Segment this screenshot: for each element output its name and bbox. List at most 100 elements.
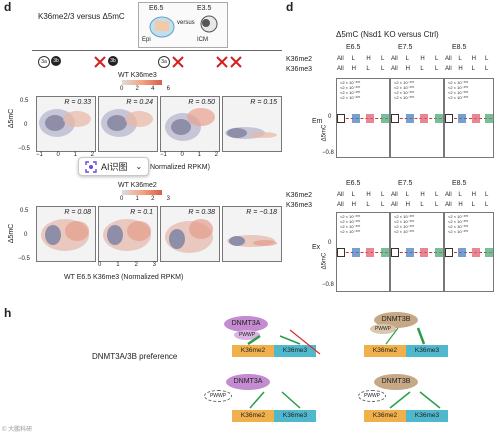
r-value: R = 0.08 [64, 209, 91, 216]
col-label-k36me3: L [366, 202, 370, 208]
box [445, 114, 453, 123]
ai-image-recognition-button[interactable]: AI识图 ⌄ [78, 157, 150, 176]
legend-colorbar [122, 80, 162, 85]
row-label-k36me2: K36me2 [286, 192, 313, 199]
col-label-k36me2: H [471, 192, 476, 198]
panel-letter-d-right: d [286, 0, 294, 14]
p-value-label: <2 × 10⁻³⁰⁰ [448, 219, 469, 224]
panel-h-title: DNMT3A/3B preference [92, 352, 178, 361]
right-panel-title: Δ5mC (Nsd1 KO versus Ctrl) [336, 30, 439, 39]
col-label-k36me2: L [405, 56, 409, 62]
row-label-k36me3: K36me3 [286, 202, 313, 209]
legend-title-k36me3: WT K36me3 [118, 72, 157, 79]
col-label-k36me2: All [391, 192, 398, 198]
col-label-k36me3: L [420, 202, 424, 208]
density-plot: R = 0.1 [98, 206, 158, 262]
p-value-label: <2 × 10⁻³⁰⁰ [394, 224, 415, 229]
col-label-k36me2: H [420, 192, 425, 198]
box [471, 248, 480, 257]
p-value-label: <2 × 10⁻³⁰⁰ [448, 80, 469, 85]
y-tick: 0 [24, 122, 28, 128]
col-label-k36me3: L [420, 66, 424, 72]
box [351, 248, 360, 257]
col-label-k36me2: H [366, 56, 371, 62]
y-tick: 0.5 [20, 98, 29, 104]
schematic-epi: Epi [142, 37, 151, 43]
p-value-label: <2 × 10⁻³⁰⁰ [340, 229, 361, 234]
chevron-down-icon[interactable]: ⌄ [135, 162, 143, 171]
dnmt3a-oval: DNMT3A [226, 374, 270, 390]
col-label-k36me2: L [405, 192, 409, 198]
stage-label: E8.5 [452, 44, 467, 51]
k36me2-block: K36me2 [232, 345, 274, 357]
col-label-k36me2: All [445, 192, 452, 198]
pwwp-domain-absent: PWWP [204, 390, 232, 402]
panel-title: K36me2/3 versus Δ5mC [38, 12, 125, 21]
p-value-label: <2 × 10⁻³⁰⁰ [394, 95, 415, 100]
schematic-e65: E6.5 [149, 5, 164, 12]
p-value-label: <2 × 10⁻³⁰⁰ [394, 229, 415, 234]
y-tick: −0.5 [18, 256, 30, 262]
box [337, 114, 345, 123]
embryo-schematic: E6.5 E3.5 versus Epi ICM [138, 2, 228, 48]
y-tick: −0.8 [322, 282, 334, 288]
p-value-label: <2 × 10⁻³⁰⁰ [394, 214, 415, 219]
k36me3-block: K36me3 [274, 410, 316, 422]
box [471, 114, 480, 123]
y-axis-label: Δ5mC [321, 252, 328, 270]
pwwp-domain-absent: PWWP [358, 390, 386, 402]
genotype-row: 3a 3b 3b 3a [38, 56, 278, 70]
box [485, 114, 493, 123]
zero-line [336, 252, 388, 253]
p-value-label: <2 × 10⁻³⁰⁰ [340, 85, 361, 90]
col-label-k36me3: L [381, 66, 385, 72]
box [485, 248, 493, 257]
col-label-k36me3: L [435, 66, 439, 72]
panel-letter-d-left: d [4, 0, 12, 14]
stage-label: E7.5 [398, 44, 413, 51]
y-axis-label: Δ5mC [8, 223, 16, 244]
p-value-label: <2 × 10⁻³⁰⁰ [340, 95, 361, 100]
col-label-k36me2: H [420, 56, 425, 62]
box [420, 248, 429, 257]
col-label-k36me2: All [337, 192, 344, 198]
knockout-x-icon [172, 56, 184, 68]
p-value-label: <2 × 10⁻³⁰⁰ [340, 90, 361, 95]
box [391, 248, 399, 257]
p-value-label: <2 × 10⁻³⁰⁰ [448, 214, 469, 219]
col-label-k36me3: L [471, 66, 475, 72]
density-plot: R = 0.08 [36, 206, 96, 262]
epiblast-icon [149, 16, 175, 38]
box [381, 248, 389, 257]
k36me2-block: K36me2 [232, 410, 274, 422]
col-label-k36me2: H [471, 56, 476, 62]
density-plot: R = 0.15 [222, 96, 282, 152]
y-tick: 0.5 [20, 208, 29, 214]
p-value-label: <2 × 10⁻³⁰⁰ [448, 90, 469, 95]
box [458, 114, 467, 123]
p-value-label: <2 × 10⁻³⁰⁰ [394, 219, 415, 224]
y-axis-label: Δ5mC [8, 108, 16, 129]
k36me2-block: K36me2 [364, 410, 406, 422]
row-label-k36me3: K36me3 [286, 66, 313, 73]
density-plot: R = 0.38 [160, 206, 220, 262]
col-label-k36me3: All [337, 202, 344, 208]
p-value-label: <2 × 10⁻³⁰⁰ [448, 85, 469, 90]
knockout-x-icon [216, 56, 228, 68]
col-label-k36me2: L [485, 192, 489, 198]
x-axis-label: Normalized RPKM) [150, 164, 210, 171]
chip-3b: 3b [51, 56, 61, 66]
legend-colorbar [122, 190, 162, 195]
legend-title-k36me2: WT K36me2 [118, 182, 157, 189]
r-value: R = 0.33 [64, 99, 91, 106]
k36me3-block: K36me3 [406, 410, 448, 422]
col-label-k36me3: H [458, 66, 463, 72]
col-label-k36me3: L [381, 202, 385, 208]
pwwp-domain: PWWP [370, 324, 396, 334]
x-axis-label: WT E6.5 K36me3 (Normalized RPKM) [64, 274, 184, 281]
p-value-label: <2 × 10⁻³⁰⁰ [340, 219, 361, 224]
arrows-overlay [247, 327, 441, 409]
